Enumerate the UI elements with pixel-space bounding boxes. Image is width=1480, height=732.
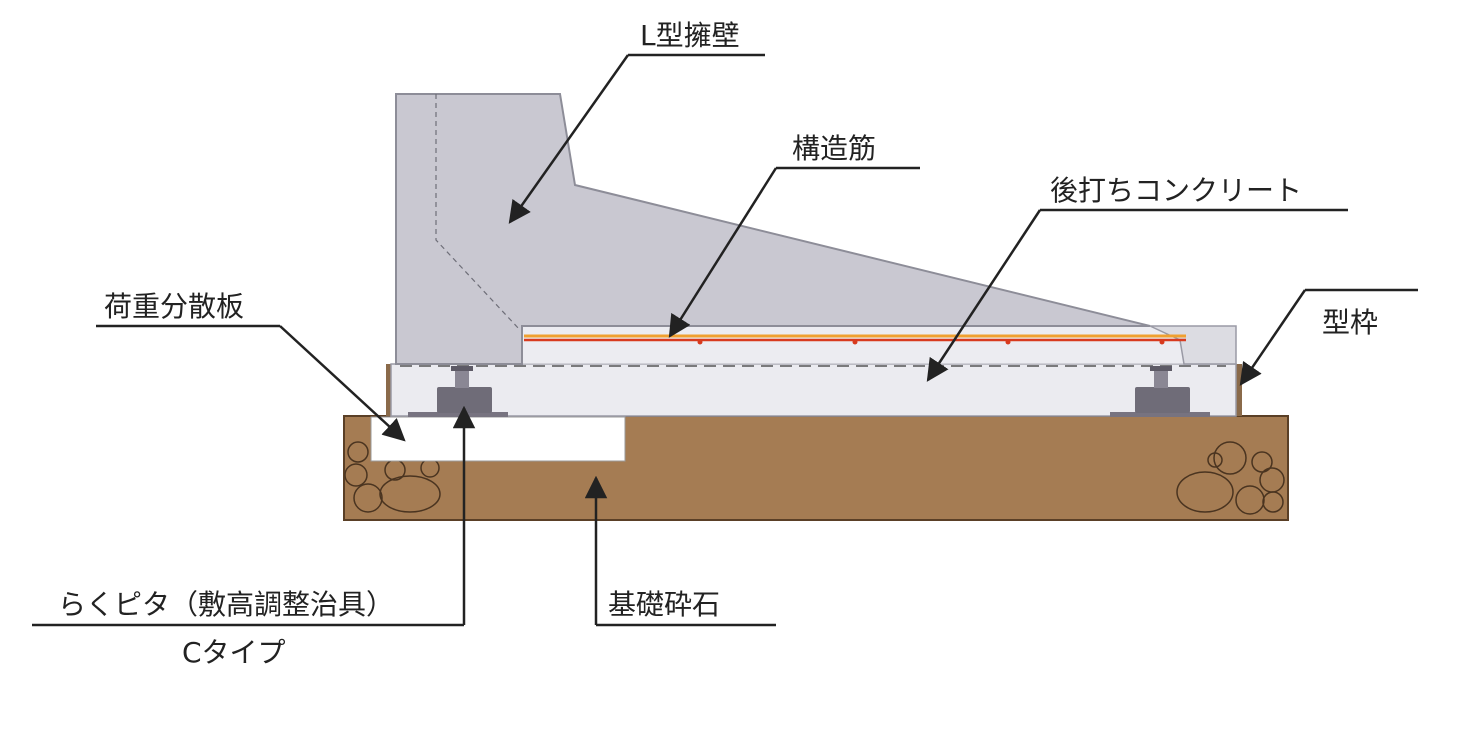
label-structural-rebar: 構造筋 xyxy=(792,132,876,165)
formwork-left xyxy=(386,364,391,416)
label-formwork: 型枠 xyxy=(1322,306,1378,339)
structural-rebar xyxy=(524,334,1186,345)
stones-left xyxy=(344,441,441,513)
rakupita-jig-right xyxy=(1110,366,1210,417)
label-rakupita-jig: らくピタ（敷高調整治具） xyxy=(58,588,394,621)
label-c-type: Cタイプ xyxy=(182,636,286,669)
label-l-retaining-wall: L型擁壁 xyxy=(640,19,740,52)
label-crushed-stone: 基礎砕石 xyxy=(608,588,720,621)
heel-underside-concrete xyxy=(521,325,1185,365)
stones-right xyxy=(1176,441,1285,515)
label-post-cast-concrete: 後打ちコンクリート xyxy=(1050,174,1302,207)
formwork-right xyxy=(1236,364,1242,416)
leader-lines xyxy=(32,53,1418,627)
l-shaped-retaining-wall xyxy=(395,93,1237,365)
post-cast-concrete xyxy=(390,363,1237,417)
label-load-distribution-plate: 荷重分散板 xyxy=(104,290,244,323)
load-distribution-plate xyxy=(370,416,626,462)
